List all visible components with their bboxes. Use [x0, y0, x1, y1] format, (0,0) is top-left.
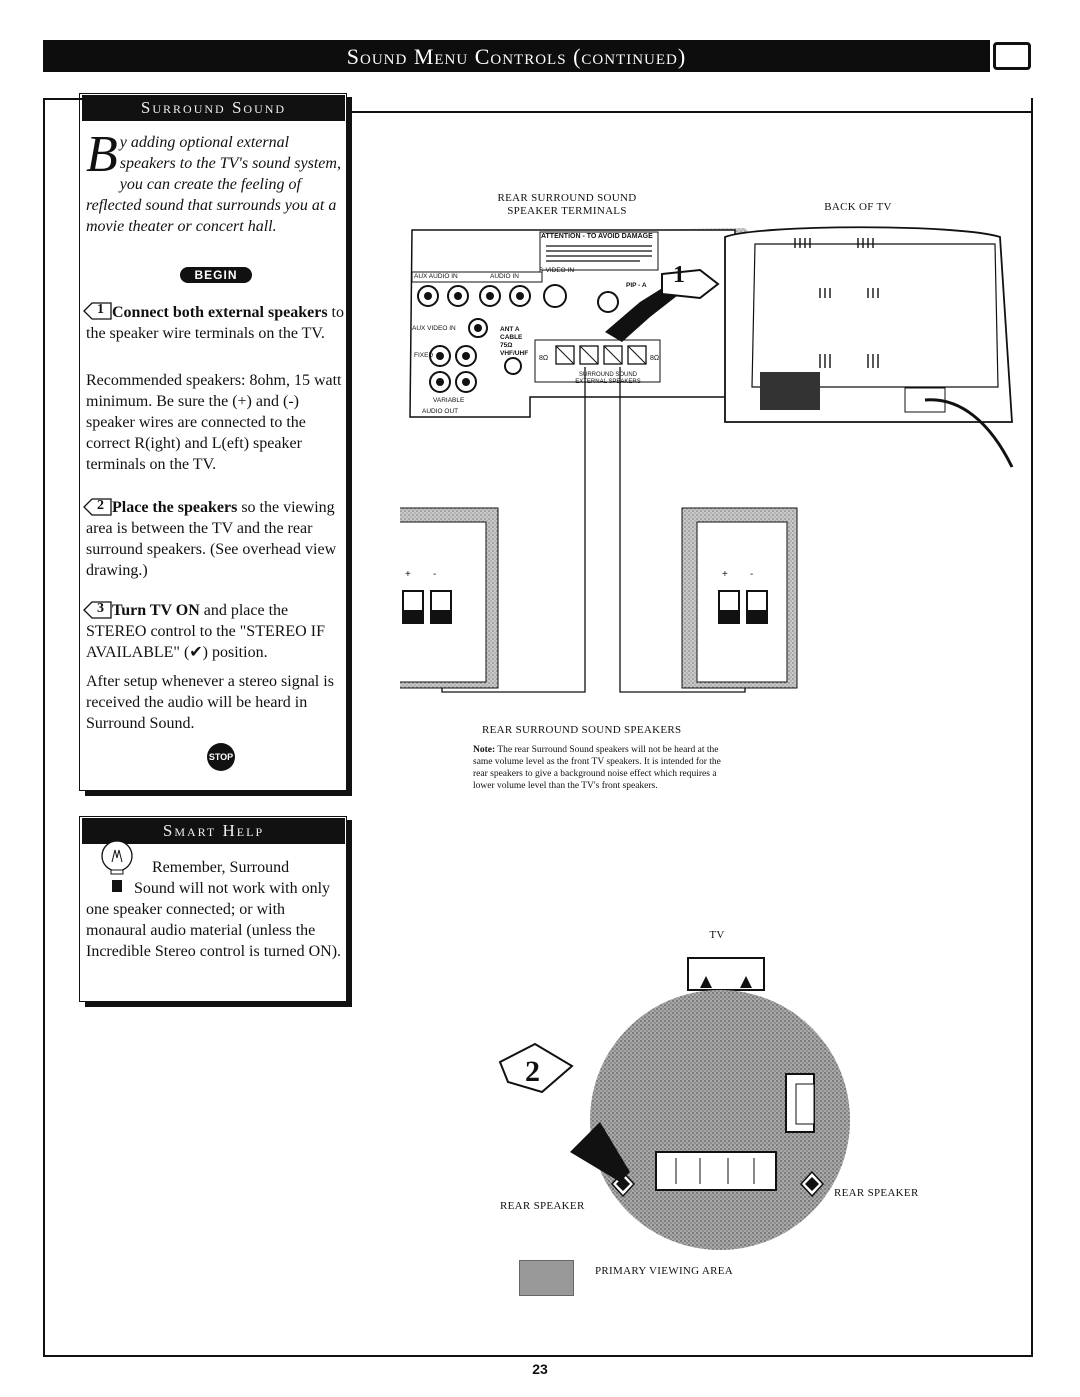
- step-1-text: to the speaker wire terminals on the TV.: [86, 304, 344, 342]
- aux-audio-in-label: AUX AUDIO IN: [414, 273, 458, 280]
- header-tab-icon: [993, 42, 1031, 70]
- panel-shadow: [85, 1002, 352, 1007]
- smart-help-heading: Smart Help: [82, 818, 345, 844]
- note-text: The rear Surround Sound speakers will no…: [473, 745, 721, 791]
- terminals-caption-line-2: SPEAKER TERMINALS: [507, 205, 627, 217]
- lightbulb-icon: [101, 840, 133, 892]
- page-title: Sound Menu Controls (continued): [346, 44, 687, 69]
- surround-sound-heading: Surround Sound: [82, 95, 345, 121]
- left-minus-label: -: [433, 569, 437, 580]
- step-3-text: and place the STEREO control to the "STE…: [86, 602, 325, 661]
- legend-label: PRIMARY VIEWING AREA: [595, 1265, 734, 1277]
- left-plus-label: +: [405, 569, 411, 580]
- header-banner: [43, 40, 990, 72]
- aux-video-in-label: AUX VIDEO IN: [412, 325, 456, 332]
- step-2-number: 2: [97, 498, 104, 513]
- callout-1: 1: [673, 262, 685, 288]
- panel-shadow: [85, 791, 352, 796]
- fixed-label: FIXED: [414, 352, 434, 359]
- smart-help-panel: [79, 816, 347, 1002]
- rear-speaker-left-label: REAR SPEAKER: [500, 1200, 585, 1212]
- variable-label: VARIABLE: [433, 397, 465, 404]
- right-plus-label: +: [722, 569, 728, 580]
- surround-terminals-label: SURROUND SOUND EXTERNAL SPEAKERS: [575, 372, 641, 385]
- rear-speakers-caption: REAR SURROUND SOUND SPEAKERS: [482, 724, 682, 736]
- rear-speaker-right-label: REAR SPEAKER: [834, 1187, 919, 1199]
- callout-2: 2: [525, 1055, 540, 1088]
- note-label: Note:: [473, 745, 496, 755]
- smart-help-first-line: Remember, Surround: [152, 859, 290, 876]
- step-2-arrow-icon: [83, 498, 112, 516]
- step-1-bold: Connect both external speakers: [112, 304, 328, 321]
- connection-diagram: [400, 226, 1014, 693]
- back-of-tv-caption: BACK OF TV: [824, 201, 892, 213]
- smart-help-text: Sound will not work with only one speake…: [86, 880, 342, 960]
- pip-label: PIP - A: [626, 282, 647, 289]
- frame-top-rule: [43, 98, 83, 100]
- frame-bottom-rule: [43, 1355, 1033, 1357]
- antenna-label: ANT A CABLE 75Ω VHF/UHF: [500, 326, 529, 357]
- note-paragraph: Note: The rear Surround Sound speakers w…: [473, 744, 733, 792]
- step-2-bold: Place the speakers: [112, 499, 238, 516]
- page-number: 23: [532, 1361, 548, 1377]
- audio-out-label: AUDIO OUT: [422, 408, 459, 415]
- legend-swatch: [519, 1260, 574, 1296]
- panel-shadow: [347, 97, 352, 795]
- attention-label: ATTENTION - TO AVOID DAMAGE: [541, 233, 653, 240]
- step-1-detail: Recommended speakers: 8ohm, 15 watt mini…: [86, 372, 342, 473]
- step-3: Turn TV ON and place the STEREO control …: [86, 600, 344, 663]
- step-1: Connect both external speakers to the sp…: [86, 302, 344, 344]
- step-2: Place the speakers so the viewing area i…: [86, 497, 344, 581]
- step-3-number: 3: [97, 601, 104, 616]
- step-3-arrow-icon: [83, 601, 112, 619]
- frame-right-rule: [1031, 98, 1033, 1356]
- frame-top-rule-right: [352, 111, 1032, 113]
- ohm-label-left: 8Ω: [539, 355, 549, 362]
- intro-text: y adding optional external speakers to t…: [86, 134, 341, 235]
- terminals-caption: REAR SURROUND SOUND SPEAKER TERMINALS: [482, 192, 652, 218]
- panel-shadow: [347, 820, 352, 1006]
- stop-icon: STOP: [207, 743, 235, 771]
- step-2-text: so the viewing area is between the TV an…: [86, 499, 337, 579]
- begin-badge: BEGIN: [180, 267, 252, 283]
- step-1-number: 1: [97, 302, 104, 317]
- step-3-bold: Turn TV ON: [112, 602, 200, 619]
- audio-in-label: AUDIO IN: [490, 273, 519, 280]
- right-minus-label: -: [750, 569, 754, 580]
- step-1-arrow-icon: [83, 302, 112, 320]
- frame-left-rule: [43, 98, 45, 1356]
- s-video-in-label: S-VIDEO IN: [539, 267, 575, 274]
- overhead-view-diagram: [498, 957, 850, 1250]
- surround-sound-panel: [79, 93, 347, 791]
- drop-cap: B: [86, 126, 118, 183]
- step-3-detail: After setup whenever a stereo signal is …: [86, 673, 334, 732]
- tv-label: TV: [709, 929, 725, 941]
- ohm-label-right: 8Ω: [650, 355, 660, 362]
- terminals-caption-line-1: REAR SURROUND SOUND: [497, 192, 637, 204]
